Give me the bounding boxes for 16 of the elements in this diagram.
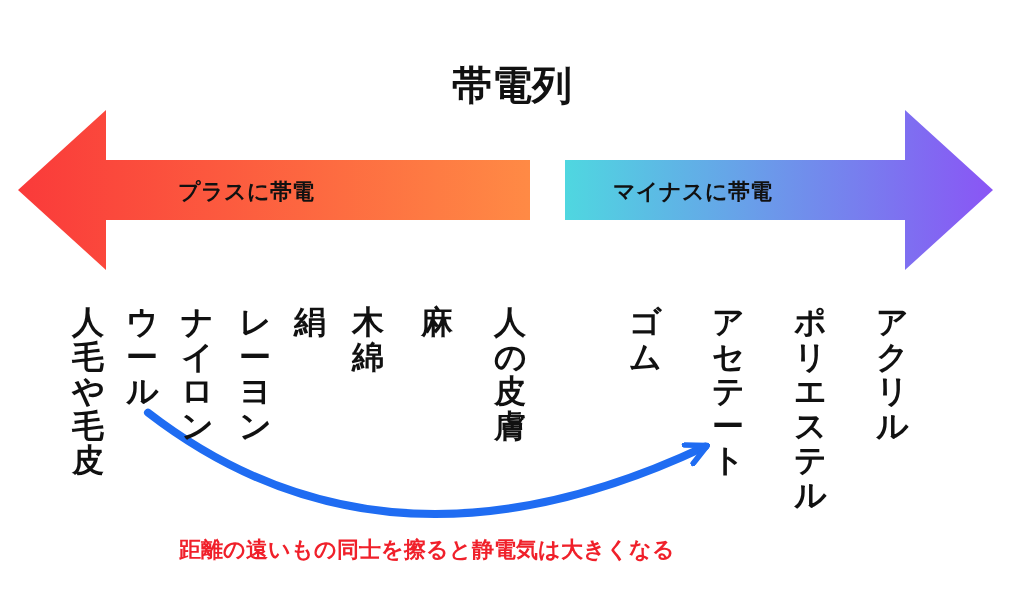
material-label: 木綿: [351, 305, 385, 375]
material-label: ゴム: [628, 305, 662, 375]
title: 帯電列: [451, 61, 573, 110]
material-label: 人毛や毛皮: [71, 305, 105, 478]
material-label: 麻: [420, 305, 454, 340]
material-label: 人の皮膚: [493, 305, 527, 444]
material-label: ウール: [125, 305, 159, 409]
material-label: アクリル: [875, 305, 909, 444]
material-label: レーヨン: [238, 305, 272, 444]
curved-arrow: [144, 408, 711, 518]
material-label: アセテート: [711, 305, 745, 478]
material-label: ポリエステル: [793, 305, 827, 513]
arrow-band: マイナスに帯電: [565, 110, 993, 270]
arrow-band: プラスに帯電: [18, 110, 530, 270]
material-label: 絹: [293, 305, 327, 340]
material-label: ナイロン: [180, 305, 214, 444]
